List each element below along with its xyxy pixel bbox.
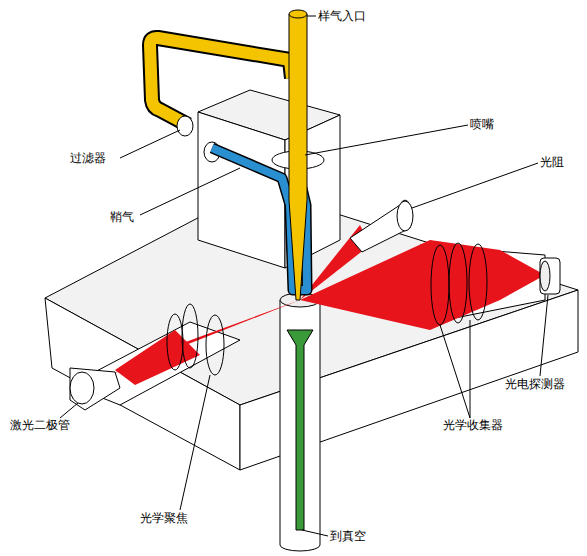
focus-lens — [182, 304, 198, 368]
block-front — [45, 298, 240, 470]
collector-lens — [449, 243, 467, 323]
leader-line — [180, 375, 210, 510]
scattered-light — [300, 240, 430, 330]
leader-line — [305, 125, 468, 155]
part-label: 到真空 — [330, 529, 366, 543]
focus-lens — [167, 314, 183, 370]
collected-light — [430, 240, 545, 330]
leader-line — [307, 16, 316, 17]
collector-lens — [431, 245, 449, 325]
leader-line — [470, 320, 471, 418]
focus-lens — [206, 315, 224, 375]
part-label: 光学收集器 — [443, 418, 503, 432]
sample-tube — [289, 14, 307, 300]
collector-lens — [469, 244, 487, 320]
light-stop — [350, 200, 412, 252]
leader-line — [540, 295, 548, 376]
light-stop-face — [397, 201, 413, 231]
part-label: 样气入口 — [318, 9, 366, 23]
leader-line — [440, 325, 470, 418]
leader-line — [120, 130, 180, 158]
laser-beam-wide — [115, 330, 200, 385]
vacuum-tube — [280, 300, 320, 551]
leader-line — [60, 403, 78, 418]
part-label: 喷嘴 — [470, 117, 494, 131]
leader-line — [302, 530, 328, 536]
part-label: 光学聚焦 — [140, 511, 188, 525]
nozzle-housing — [198, 90, 340, 268]
photodetector-face — [540, 261, 550, 291]
filter-loop-outline — [150, 38, 292, 125]
part-label: 光电探测器 — [505, 377, 565, 391]
filter-port — [177, 116, 193, 136]
photodetector — [540, 258, 560, 294]
laser-diode-face — [70, 372, 94, 404]
part-label: 鞘气 — [110, 210, 134, 224]
leader-line — [140, 168, 240, 215]
housing-front — [198, 112, 285, 268]
part-label: 光阻 — [540, 155, 564, 169]
leader-lines — [60, 16, 548, 536]
sample-inlet — [289, 10, 307, 18]
filter-loop — [150, 38, 292, 125]
part-label: 过滤器 — [70, 151, 106, 165]
lenses — [167, 243, 487, 375]
outlet-flow — [287, 330, 313, 530]
leader-line — [412, 163, 538, 208]
part-label: 激光二极管 — [10, 418, 70, 432]
